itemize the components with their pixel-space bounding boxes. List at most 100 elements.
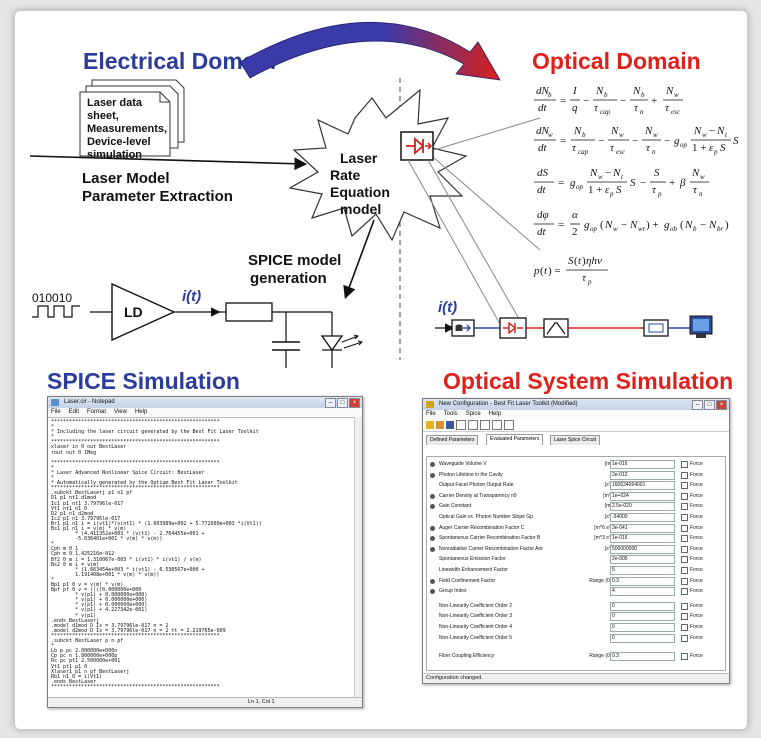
spice-generation-arrow bbox=[343, 219, 375, 300]
open-icon[interactable] bbox=[436, 421, 444, 429]
menu-help[interactable]: Help bbox=[134, 409, 148, 415]
parameter-value-field[interactable]: 1e-016 bbox=[610, 534, 675, 544]
force-checkbox[interactable] bbox=[681, 514, 688, 521]
fit-icon[interactable] bbox=[456, 420, 466, 430]
parameter-value-field[interactable]: -34000 bbox=[610, 513, 675, 522]
minimize-button[interactable]: – bbox=[692, 400, 703, 410]
export-icon[interactable] bbox=[492, 420, 502, 430]
stop-icon[interactable] bbox=[480, 420, 490, 430]
force-checkbox[interactable] bbox=[681, 524, 688, 532]
svg-text:N: N bbox=[595, 85, 604, 97]
netlist-line: ****************************************… bbox=[51, 485, 220, 492]
minimize-button[interactable]: – bbox=[325, 398, 336, 408]
force-checkbox[interactable] bbox=[681, 567, 688, 574]
force-checkbox[interactable] bbox=[681, 535, 688, 543]
force-checkbox[interactable] bbox=[681, 482, 688, 490]
run-icon[interactable] bbox=[468, 420, 478, 430]
new-icon[interactable] bbox=[426, 421, 434, 429]
force-checkbox[interactable] bbox=[681, 653, 688, 661]
maximize-button[interactable]: □ bbox=[337, 398, 348, 408]
spice-netlist-text[interactable]: ****************************************… bbox=[48, 417, 362, 698]
tab-evaluated-parameters[interactable]: Evaluated Parameters bbox=[486, 434, 544, 445]
netlist-line: .ends BestLaser bbox=[51, 678, 97, 685]
menu-help[interactable]: Help bbox=[488, 411, 502, 417]
netlist-line: Xlaser1 p1 n pf BestLaserj bbox=[51, 668, 130, 675]
netlist-line: ****************************************… bbox=[51, 632, 220, 639]
close-button[interactable]: × bbox=[349, 398, 360, 408]
close-button[interactable]: × bbox=[716, 400, 727, 410]
parameter-value-field[interactable]: 1e+024 bbox=[610, 491, 675, 501]
netlist-line: * bbox=[51, 643, 55, 650]
parameter-value-field[interactable]: 1e-016 bbox=[610, 460, 675, 469]
menu-format[interactable]: Format bbox=[87, 409, 107, 415]
parameter-value-field[interactable]: 3e-041 bbox=[610, 523, 675, 533]
notepad-scrollbar[interactable] bbox=[354, 417, 362, 698]
laser-diode-symbol bbox=[320, 335, 344, 352]
menu-view[interactable]: View bbox=[114, 409, 127, 415]
toolkit-window[interactable]: New Configuration - Best Fit Laser Toolk… bbox=[422, 398, 730, 684]
force-checkbox[interactable] bbox=[681, 461, 688, 468]
svg-text:op: op bbox=[576, 183, 584, 191]
parameter-value-field[interactable]: 0.3 bbox=[610, 576, 675, 586]
svg-text:wr: wr bbox=[638, 225, 646, 233]
force-checkbox[interactable] bbox=[681, 545, 688, 553]
parameter-value-field[interactable]: 0 bbox=[610, 633, 675, 643]
svg-text:g: g bbox=[584, 219, 590, 231]
force-checkbox[interactable] bbox=[681, 492, 688, 500]
notepad-window[interactable]: Laser.cir - Notepad – □ × File Edit Form… bbox=[47, 396, 363, 708]
svg-text:−: − bbox=[620, 95, 626, 107]
force-checkbox[interactable] bbox=[681, 577, 688, 585]
force-checkbox[interactable] bbox=[681, 634, 688, 642]
force-checkbox[interactable] bbox=[681, 471, 688, 479]
parameter-value-field[interactable]: 0.3 bbox=[610, 652, 675, 662]
netlist-line: .model d1mod D Is = 3.79796le-017 n = 2 bbox=[51, 622, 169, 629]
parameter-value-field[interactable]: 2.5e-020 bbox=[610, 502, 675, 512]
toolkit-toolbar bbox=[423, 419, 729, 432]
force-checkbox[interactable] bbox=[681, 602, 688, 610]
svg-text:S: S bbox=[568, 255, 574, 267]
maximize-button[interactable]: □ bbox=[704, 400, 715, 410]
parameter-row: Optical Gain vs. Photon Number Slope Gp[… bbox=[427, 513, 725, 522]
tab-defined-parameters[interactable]: Defined Parameters bbox=[426, 435, 479, 445]
notepad-title: Laser.cir - Notepad bbox=[64, 399, 115, 405]
parameter-value-field[interactable]: 0 bbox=[610, 601, 675, 611]
parameter-value-field[interactable]: 2e-012 bbox=[610, 470, 675, 480]
svg-text:n: n bbox=[652, 148, 656, 156]
spice-gen-label-line: SPICE model bbox=[248, 252, 342, 269]
netlist-line: * bbox=[51, 576, 55, 583]
parameter-bullet-icon bbox=[430, 614, 435, 619]
svg-text:ob: ob bbox=[670, 225, 678, 233]
parameter-value-field[interactable]: 5 bbox=[610, 566, 675, 575]
parameter-value-field[interactable]: 2e-005 bbox=[610, 555, 675, 565]
spice-gen-label-line: generation bbox=[250, 270, 327, 287]
toolkit-titlebar[interactable]: New Configuration - Best Fit Laser Toolk… bbox=[423, 399, 729, 410]
parameter-value-field[interactable]: 160634064001 bbox=[610, 481, 675, 491]
svg-text:g: g bbox=[664, 219, 670, 231]
svg-text:br: br bbox=[717, 225, 724, 233]
menu-edit[interactable]: Edit bbox=[68, 409, 80, 415]
bit-waveform bbox=[32, 305, 80, 318]
menu-spice[interactable]: Spice bbox=[465, 411, 481, 417]
help-icon[interactable] bbox=[504, 420, 514, 430]
svg-text:−: − bbox=[632, 135, 638, 147]
tab-laser-spice-circuit[interactable]: Laser Spice Circuit bbox=[550, 435, 600, 445]
menu-tools[interactable]: Tools bbox=[443, 411, 458, 417]
menu-file[interactable]: File bbox=[426, 411, 436, 417]
force-checkbox[interactable] bbox=[681, 503, 688, 511]
parameter-value-field[interactable]: 0 bbox=[610, 623, 675, 632]
netlist-line: xlaser in 0 out BestLaser bbox=[51, 444, 127, 451]
parameter-value-field[interactable]: 4 bbox=[610, 587, 675, 597]
svg-text:=: = bbox=[558, 219, 564, 231]
menu-file[interactable]: File bbox=[51, 409, 61, 415]
force-label: Force bbox=[690, 482, 703, 489]
force-checkbox[interactable] bbox=[681, 624, 688, 631]
notepad-titlebar[interactable]: Laser.cir - Notepad – □ × bbox=[48, 397, 362, 408]
force-checkbox[interactable] bbox=[681, 588, 688, 596]
force-checkbox[interactable] bbox=[681, 613, 688, 621]
save-icon[interactable] bbox=[446, 421, 454, 429]
force-checkbox[interactable] bbox=[681, 556, 688, 564]
parameter-value-field[interactable]: 0 bbox=[610, 612, 675, 622]
driver-label: LD bbox=[124, 304, 143, 320]
parameter-value-field[interactable]: 500000000 bbox=[610, 544, 675, 554]
